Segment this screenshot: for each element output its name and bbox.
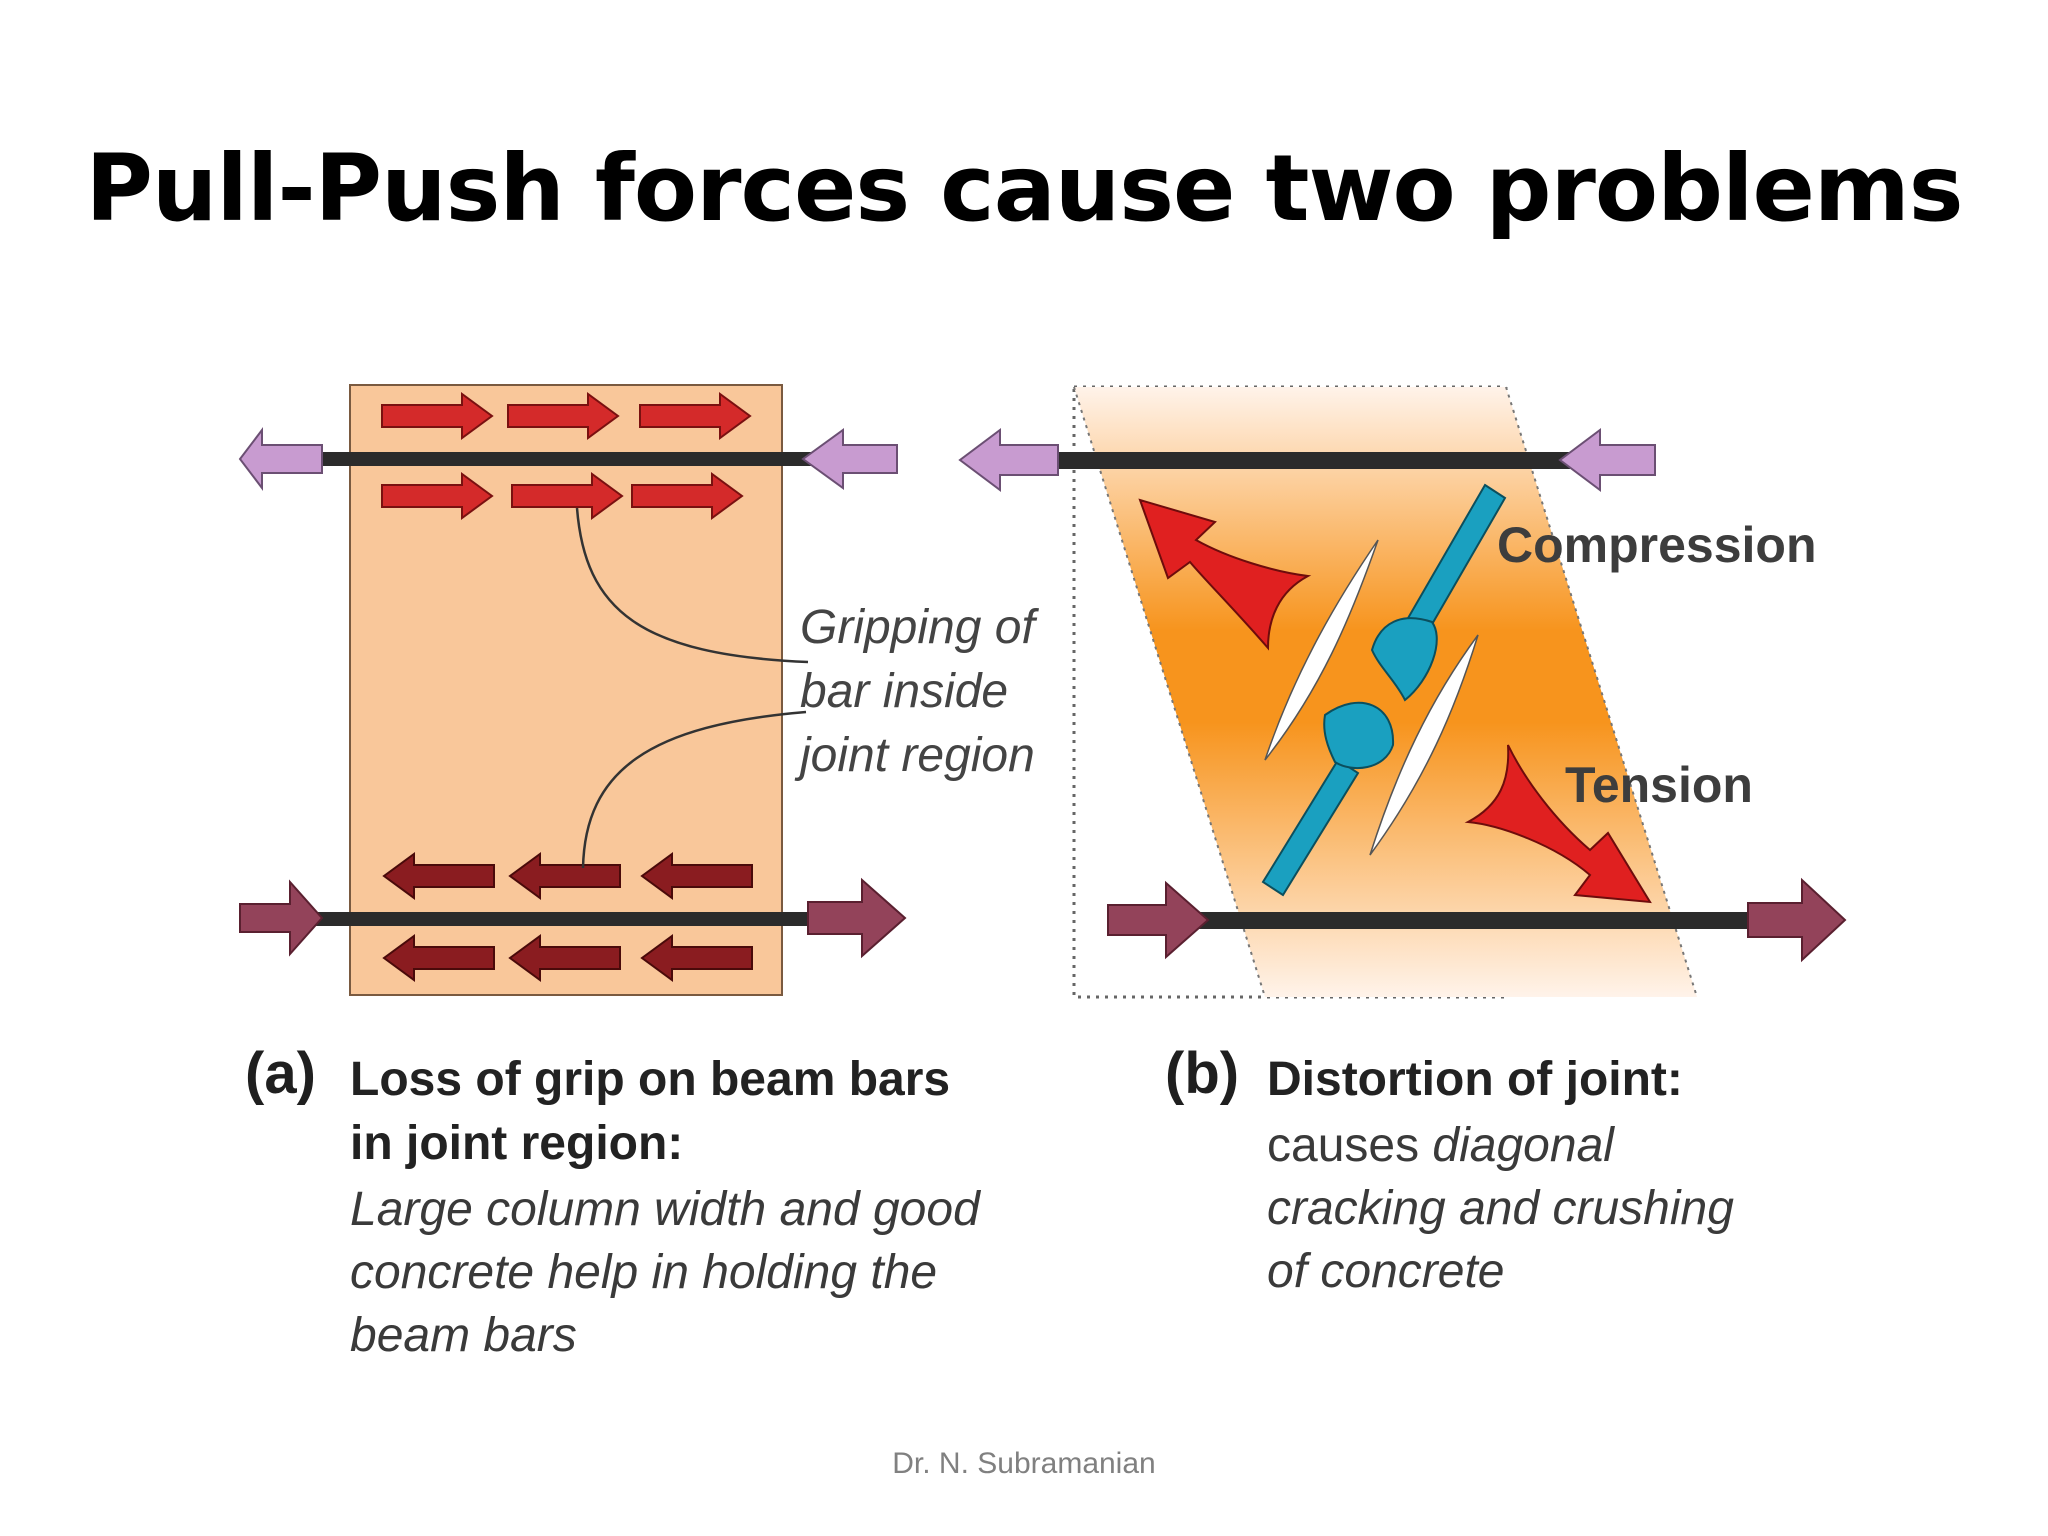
body-italic-text: diagonal: [1432, 1119, 1614, 1172]
slide-footer: Dr. N. Subramanian: [892, 1447, 1156, 1480]
body-plain-text: causes: [1267, 1119, 1433, 1172]
body-line: Large column width and good: [350, 1183, 980, 1236]
callout-line: Gripping of: [800, 601, 1035, 654]
panel-b-tag: (b): [1165, 1041, 1240, 1106]
bottom-beam-bar-b: [1195, 912, 1750, 929]
bond-arrow: [639, 392, 752, 440]
crack-left: [1264, 539, 1379, 761]
body-line: causes diagonal: [1267, 1114, 1734, 1177]
panel-a-heading: Loss of grip on beam bars in joint regio…: [350, 1048, 950, 1176]
callout-leader-upper: [575, 507, 809, 664]
joint-region-box: [349, 384, 783, 996]
heading-line: in joint region:: [350, 1117, 684, 1170]
bond-arrow: [382, 934, 495, 982]
callout-leader-lower: [581, 710, 807, 869]
top-left-pull-arrow-b: [958, 428, 1059, 492]
compression-label: Compression: [1497, 517, 1817, 573]
bottom-right-pull-arrow-b: [1747, 877, 1847, 963]
body-line: concrete help in holding the: [350, 1246, 938, 1299]
lower-bond-arrows: [382, 852, 753, 982]
bond-arrow: [508, 934, 621, 982]
bottom-right-pull-arrow: [807, 877, 907, 959]
distorted-edge-left: [1073, 386, 1266, 998]
panel-b-body: causes diagonal cracking and crushing of…: [1267, 1114, 1734, 1303]
top-beam-bar-b: [1055, 452, 1570, 469]
callout-line: joint region: [800, 729, 1035, 782]
compression-strut-upper: [1370, 483, 1507, 702]
bottom-left-push-arrow-b: [1107, 880, 1210, 960]
bottom-left-push-arrow: [239, 879, 324, 957]
bottom-beam-bar: [300, 912, 820, 926]
bond-arrow: [511, 472, 624, 520]
top-right-push-arrow-b: [1558, 428, 1656, 492]
bond-arrow: [382, 852, 495, 900]
tension-label: Tension: [1565, 757, 1753, 813]
compression-strut-lower: [1261, 701, 1395, 897]
bond-arrow: [381, 472, 494, 520]
tension-arrow-upper: [1138, 498, 1312, 651]
top-beam-bar: [300, 452, 820, 466]
body-line: cracking and crushing: [1267, 1182, 1734, 1235]
panel-a-body: Large column width and good concrete hel…: [350, 1178, 980, 1367]
heading-line: Loss of grip on beam bars: [350, 1053, 951, 1106]
panel-b-diagram: [958, 385, 1847, 999]
bond-arrow: [640, 852, 753, 900]
panel-a-diagram: [238, 384, 907, 996]
top-left-pull-arrow: [238, 427, 323, 491]
bond-arrow: [631, 472, 744, 520]
bond-arrow: [640, 934, 753, 982]
upper-bond-arrows: [381, 392, 752, 520]
panel-b-heading: Distortion of joint:: [1267, 1053, 1683, 1106]
tension-arrow-lower: [1464, 744, 1652, 904]
crack-right: [1369, 634, 1479, 856]
bond-arrow: [381, 392, 494, 440]
callout-line: bar inside: [800, 665, 1009, 718]
panel-a-tag: (a): [245, 1041, 316, 1106]
top-right-push-arrow: [801, 428, 898, 490]
distorted-edge-right: [1505, 386, 1698, 998]
slide-title: Pull-Push forces cause two problems: [85, 135, 1963, 242]
bond-arrow: [507, 392, 620, 440]
bond-arrow: [508, 852, 621, 900]
body-line: of concrete: [1267, 1245, 1505, 1298]
body-line: beam bars: [350, 1309, 577, 1362]
gripping-callout: Gripping of bar inside joint region: [800, 596, 1035, 788]
